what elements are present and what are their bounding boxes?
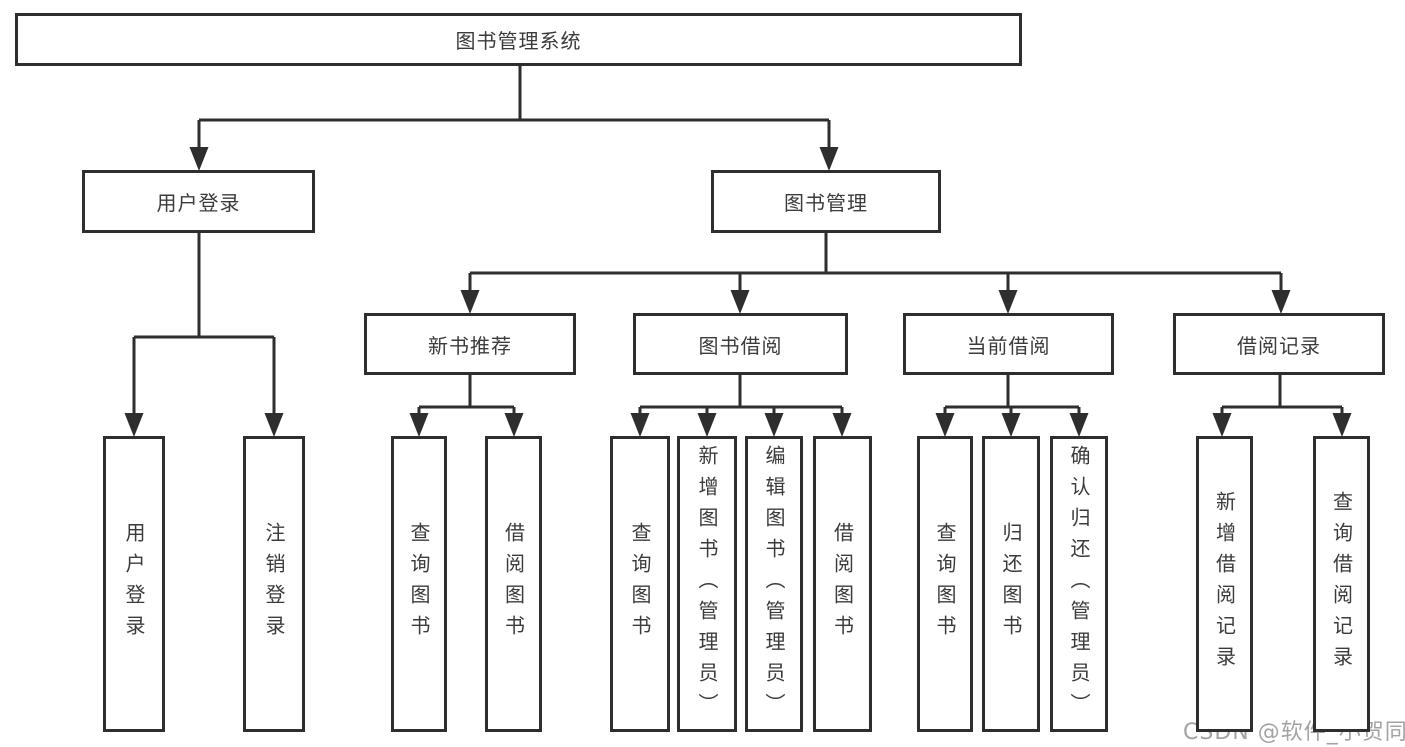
leaf-logout-label: 注销登录 (262, 522, 286, 646)
leaf-logout: 注销登录 (243, 436, 305, 732)
connector-bookborrow-to-leaves (638, 375, 844, 418)
leaf-borrow-query-books-label: 查询图书 (628, 522, 652, 646)
leaf-records-query-record: 查询借阅记录 (1313, 436, 1370, 732)
node-root-library-system: 图书管理系统 (15, 13, 1022, 66)
node-new-book-recommend-label: 新书推荐 (428, 333, 512, 358)
node-current-borrowing: 当前借阅 (903, 313, 1114, 375)
leaf-borrow-query-books: 查询图书 (610, 436, 670, 732)
leaf-newbooks-borrow-books: 借阅图书 (485, 436, 542, 732)
leaf-user-login: 用户登录 (103, 436, 165, 732)
node-book-management-label: 图书管理 (784, 191, 868, 215)
leaf-borrow-borrow-books-label: 借阅图书 (830, 522, 855, 646)
leaf-current-return-books: 归还图书 (982, 436, 1040, 732)
connector-root-to-level2 (197, 66, 831, 152)
arrowheads (124, 147, 1352, 437)
leaf-current-query-books: 查询图书 (917, 436, 973, 732)
leaf-records-add-record: 新增借阅记录 (1196, 436, 1253, 732)
node-root-label: 图书管理系统 (455, 29, 582, 53)
leaf-borrow-edit-books-admin-label: 编辑图书（管理员） (762, 444, 786, 724)
leaf-borrow-borrow-books: 借阅图书 (813, 436, 872, 732)
connector-currentborrow-to-leaves (943, 375, 1081, 418)
node-current-borrowing-label: 当前借阅 (966, 333, 1051, 358)
node-book-borrowing-label: 图书借阅 (698, 333, 783, 358)
leaf-newbooks-query-books-label: 查询图书 (407, 522, 431, 646)
connector-records-to-leaves (1220, 375, 1344, 418)
leaf-newbooks-query-books: 查询图书 (391, 436, 447, 732)
node-user-login-label: 用户登录 (156, 191, 241, 215)
node-user-login: 用户登录 (82, 170, 315, 233)
leaf-current-query-books-label: 查询图书 (933, 522, 957, 646)
leaf-borrow-add-books-admin-label: 新增图书（管理员） (695, 444, 719, 724)
node-borrowing-records-label: 借阅记录 (1237, 333, 1321, 358)
leaf-newbooks-borrow-books-label: 借阅图书 (501, 522, 526, 646)
leaf-current-confirm-return-admin-label: 确认归还（管理员） (1067, 444, 1091, 724)
leaf-borrow-add-books-admin: 新增图书（管理员） (677, 436, 737, 732)
leaf-borrow-edit-books-admin: 编辑图书（管理员） (745, 436, 803, 732)
leaf-current-confirm-return-admin: 确认归还（管理员） (1050, 436, 1108, 732)
leaf-current-return-books-label: 归还图书 (999, 522, 1023, 646)
leaf-records-add-record-label: 新增借阅记录 (1212, 491, 1237, 677)
connector-newbooks-to-leaves (417, 375, 516, 418)
node-book-management: 图书管理 (711, 170, 941, 233)
node-book-borrowing: 图书借阅 (633, 313, 848, 375)
node-borrowing-records: 借阅记录 (1173, 313, 1385, 375)
leaf-user-login-label: 用户登录 (122, 522, 146, 646)
node-new-book-recommend: 新书推荐 (364, 313, 576, 375)
leaf-records-query-record-label: 查询借阅记录 (1329, 491, 1354, 677)
connector-userlogin-to-leaves (132, 233, 276, 418)
connector-bookmgmt-to-level3 (468, 233, 1283, 295)
